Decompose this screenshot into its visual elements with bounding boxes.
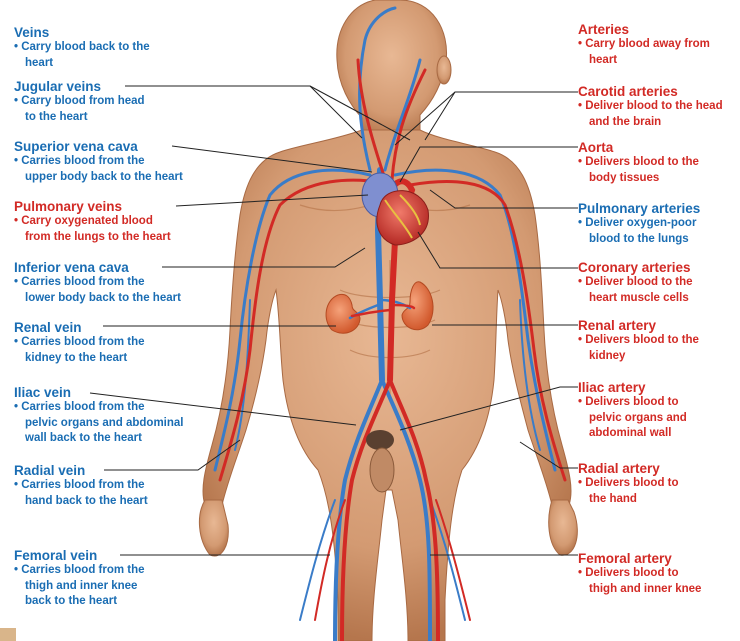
aorta-title: Aorta xyxy=(578,140,614,155)
femoral-artery-desc-2: thigh and inner knee xyxy=(589,582,702,595)
label-radial-vein: Radial vein • Carries blood from the han… xyxy=(14,463,214,509)
label-iliac-vein: Iliac vein • Carries blood from the pelv… xyxy=(14,385,234,447)
femoral-artery-title: Femoral artery xyxy=(578,551,672,566)
carotid-arteries-desc-2: and the brain xyxy=(589,115,662,128)
label-femoral-vein: Femoral vein • Carries blood from the th… xyxy=(14,548,214,610)
coronary-arteries-title: Coronary arteries xyxy=(578,260,691,275)
renal-artery-desc-2: kidney xyxy=(589,349,626,362)
inferior-vena-cava-title: Inferior vena cava xyxy=(14,260,129,275)
radial-vein-title: Radial vein xyxy=(14,463,86,478)
label-coronary-arteries: Coronary arteries • Deliver blood to the… xyxy=(578,260,738,306)
femoral-vein-desc-3: back to the heart xyxy=(25,595,118,607)
veins-desc-1: • Carry blood back to the xyxy=(14,41,150,53)
arteries-desc-1: • Carry blood away from xyxy=(578,38,710,50)
coronary-arteries-desc-1: • Deliver blood to the xyxy=(578,276,693,288)
carotid-arteries-title: Carotid arteries xyxy=(578,84,678,99)
pulmonary-veins-desc-2: from the lungs to the heart xyxy=(25,230,171,243)
label-superior-vena-cava: Superior vena cava • Carries blood from … xyxy=(14,139,234,185)
label-pulmonary-arteries: Pulmonary arteries • Deliver oxygen-poor… xyxy=(578,201,738,247)
femoral-vein-title: Femoral vein xyxy=(14,548,98,563)
pulmonary-veins-desc-1: • Carry oxygenated blood xyxy=(14,215,153,227)
pulmonary-arteries-title: Pulmonary arteries xyxy=(578,201,701,216)
iliac-vein-title: Iliac vein xyxy=(14,385,72,400)
iliac-artery-desc-3: abdominal wall xyxy=(589,427,672,439)
jugular-veins-desc-2: to the heart xyxy=(25,110,88,123)
iliac-artery-title: Iliac artery xyxy=(578,380,646,395)
jugular-veins-desc-1: • Carry blood from head xyxy=(14,95,145,107)
superior-vena-cava-desc-1: • Carries blood from the xyxy=(14,155,145,167)
kidneys xyxy=(325,281,434,334)
radial-artery-desc-1: • Delivers blood to xyxy=(578,477,679,489)
femoral-vein-desc-2: thigh and inner knee xyxy=(25,579,138,592)
label-renal-vein: Renal vein • Carries blood from the kidn… xyxy=(14,320,214,366)
veins-desc-2: heart xyxy=(25,56,54,69)
label-femoral-artery: Femoral artery • Delivers blood to thigh… xyxy=(578,551,738,597)
pulmonary-arteries-desc-1: • Deliver oxygen-poor xyxy=(578,217,697,229)
label-renal-artery: Renal artery • Delivers blood to the kid… xyxy=(578,318,738,364)
renal-artery-desc-1: • Delivers blood to the xyxy=(578,334,699,346)
femoral-vein-desc-1: • Carries blood from the xyxy=(14,564,145,576)
superior-vena-cava-desc-2: upper body back to the heart xyxy=(25,170,183,183)
inferior-vena-cava-desc-2: lower body back to the heart xyxy=(25,291,181,304)
iliac-vein-desc-2: pelvic organs and abdominal xyxy=(25,416,184,429)
label-iliac-artery: Iliac artery • Delivers blood to pelvic … xyxy=(578,380,738,442)
radial-vein-desc-1: • Carries blood from the xyxy=(14,479,145,491)
renal-vein-title: Renal vein xyxy=(14,320,82,335)
carotid-arteries-desc-1: • Deliver blood to the head xyxy=(578,100,723,112)
renal-artery-title: Renal artery xyxy=(578,318,657,333)
superior-vena-cava-title: Superior vena cava xyxy=(14,139,138,154)
renal-vein-desc-1: • Carries blood from the xyxy=(14,336,145,348)
femoral-artery-desc-1: • Delivers blood to xyxy=(578,567,679,579)
veins-title: Veins xyxy=(14,25,50,40)
inferior-vena-cava-desc-1: • Carries blood from the xyxy=(14,276,145,288)
label-veins: Veins • Carry blood back to the heart xyxy=(14,25,214,71)
iliac-artery-desc-1: • Delivers blood to xyxy=(578,396,679,408)
iliac-vein-desc-3: wall back to the heart xyxy=(25,432,142,444)
leader-lines xyxy=(89,85,578,556)
pulmonary-veins-title: Pulmonary veins xyxy=(14,199,123,214)
iliac-vein-desc-1: • Carries blood from the xyxy=(14,401,145,413)
aorta-desc-1: • Delivers blood to the xyxy=(578,156,699,168)
aorta-desc-2: body tissues xyxy=(589,171,660,184)
label-jugular-veins: Jugular veins • Carry blood from head to… xyxy=(14,79,214,125)
jugular-veins-title: Jugular veins xyxy=(14,79,102,94)
label-inferior-vena-cava: Inferior vena cava • Carries blood from … xyxy=(14,260,234,306)
pulmonary-arteries-desc-2: blood to the lungs xyxy=(589,232,689,245)
label-carotid-arteries: Carotid arteries • Deliver blood to the … xyxy=(578,84,740,130)
iliac-artery-desc-2: pelvic organs and xyxy=(589,411,687,424)
renal-vein-desc-2: kidney to the heart xyxy=(25,351,128,364)
radial-vein-desc-2: hand back to the heart xyxy=(25,494,148,507)
radial-artery-title: Radial artery xyxy=(578,461,660,476)
coronary-arteries-desc-2: heart muscle cells xyxy=(589,291,689,304)
label-radial-artery: Radial artery • Delivers blood to the ha… xyxy=(578,461,738,507)
arteries-desc-2: heart xyxy=(589,53,618,66)
corner-strip xyxy=(0,628,16,641)
pelvic-area xyxy=(366,430,395,493)
label-pulmonary-veins: Pulmonary veins • Carry oxygenated blood… xyxy=(14,199,234,245)
arteries-title: Arteries xyxy=(578,22,630,37)
radial-artery-desc-2: the hand xyxy=(589,492,637,505)
label-arteries: Arteries • Carry blood away from heart xyxy=(578,22,738,68)
label-aorta: Aorta • Delivers blood to the body tissu… xyxy=(578,140,738,186)
heart xyxy=(361,172,429,246)
